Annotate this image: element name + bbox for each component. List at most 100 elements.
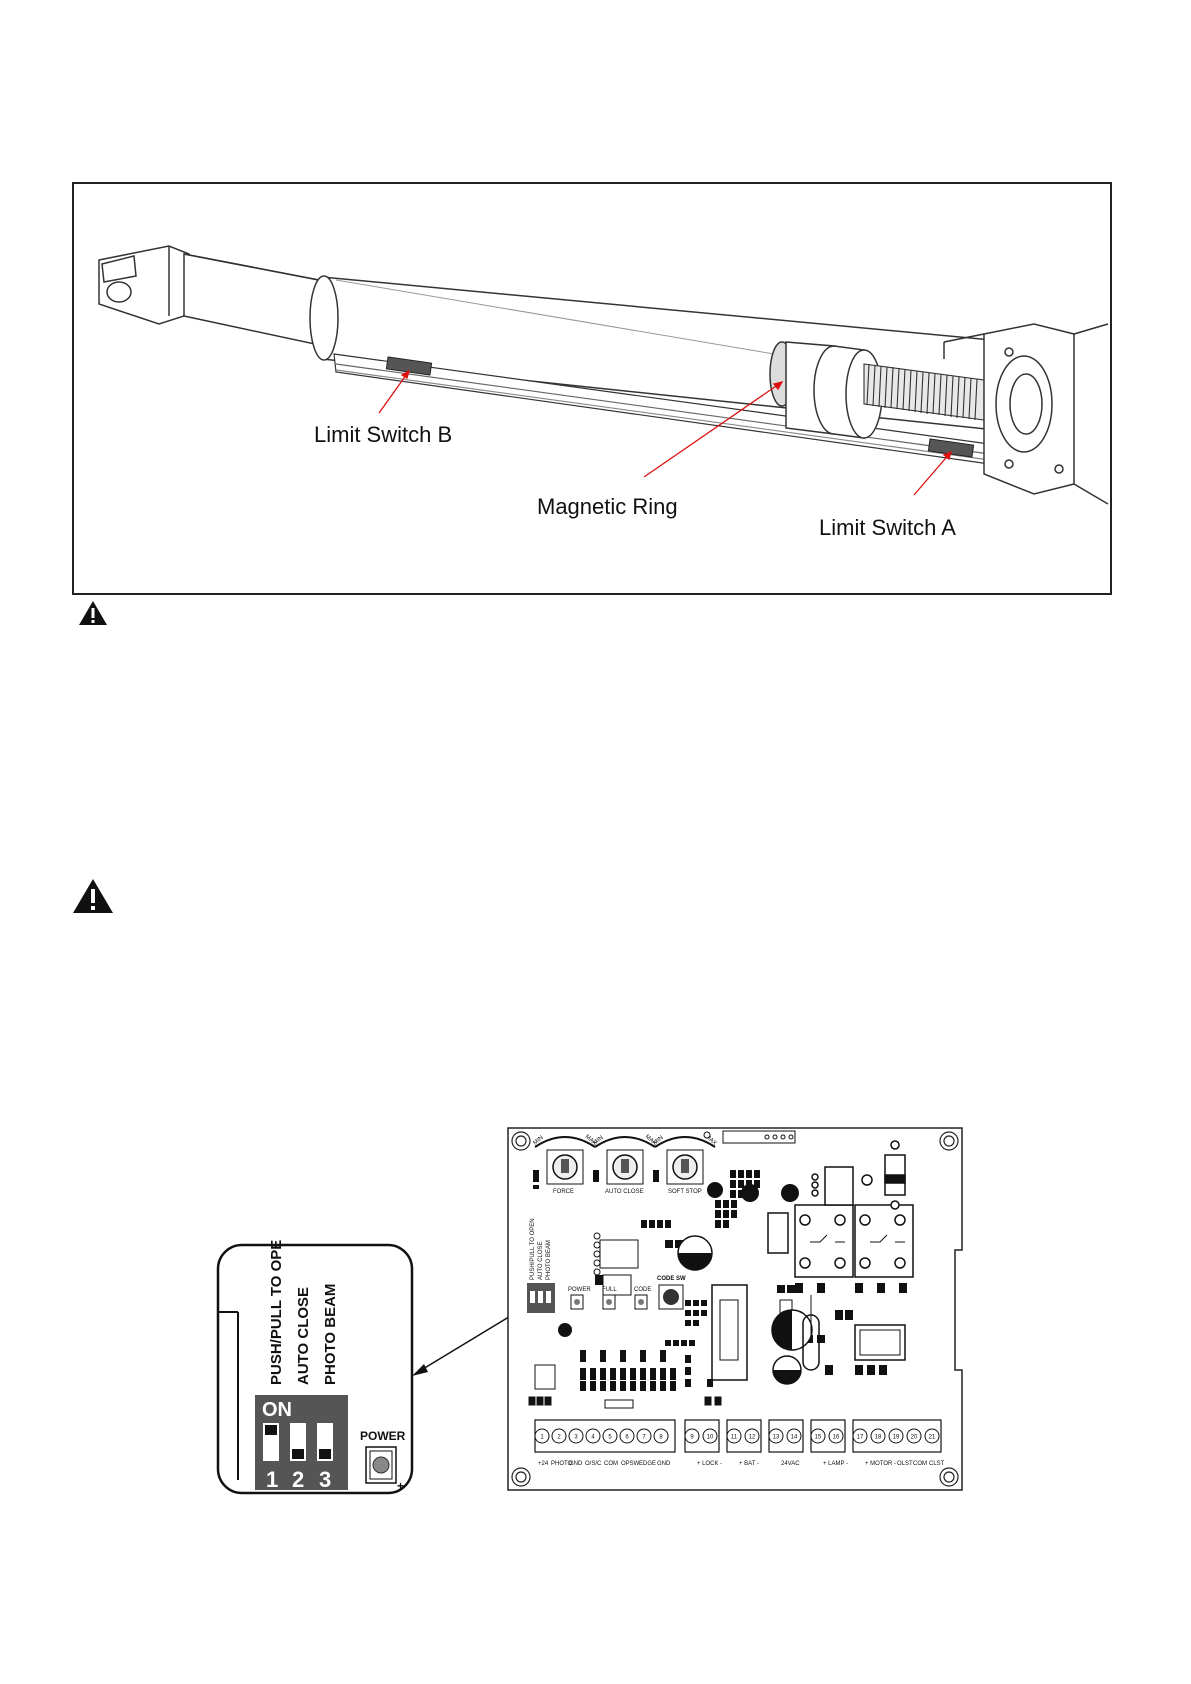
board-led-code-label: CODE [634, 1287, 651, 1293]
dip-switch-1 [263, 1423, 279, 1461]
terminal-screw [585, 1428, 601, 1444]
dip-switch-inset: PUSH/PULL TO OPEN AUTO CLOSE PHOTO BEAM … [216, 1240, 414, 1495]
terminal-group-label: PHOTO [551, 1461, 573, 1467]
terminal-group-label: COM [604, 1461, 618, 1467]
regulator [811, 1140, 906, 1210]
terminal-number: 9 [690, 1435, 694, 1441]
terminal-group-label: +24 [538, 1461, 549, 1467]
terminal-group-label: + BAT - [739, 1461, 759, 1467]
test-points [593, 1232, 601, 1276]
terminal-screw [602, 1428, 618, 1444]
terminal-group-label: + MOTOR - [865, 1461, 896, 1467]
warning-triangle-icon [73, 879, 113, 913]
terminal-group-label: + LAMP - [823, 1461, 848, 1467]
terminal-screw [744, 1428, 760, 1444]
terminal-screw [888, 1428, 904, 1444]
terminal-number: 7 [642, 1435, 646, 1441]
terminal-number: 10 [707, 1435, 714, 1441]
terminal-group-label: CLST [929, 1461, 945, 1467]
pot-min-label: MIN [532, 1135, 544, 1147]
pot-min-label: MIN [652, 1135, 664, 1147]
inset-on-label: ON [262, 1399, 292, 1421]
code-switch: CODE SW [657, 1276, 686, 1310]
terminal-screw [852, 1428, 868, 1444]
terminal-screw [810, 1428, 826, 1444]
dip-switch-3 [317, 1423, 333, 1461]
dip-switch-2 [290, 1423, 306, 1461]
terminal-screw [924, 1428, 940, 1444]
board-dip-label-push-pull: PUSH/PULL TO OPEN [530, 1218, 536, 1280]
terminal-number: 8 [659, 1435, 663, 1441]
terminal-number: 17 [857, 1435, 864, 1441]
terminal-number: 5 [608, 1435, 612, 1441]
terminal-screw [768, 1428, 784, 1444]
inset-power-label: POWER [360, 1429, 406, 1443]
pot-soft-stop: SOFT STOP MIN MAX [652, 1134, 717, 1195]
terminal-number: 13 [773, 1435, 780, 1441]
actuator-figure: Limit Switch B Magnetic Ring Limit Switc… [72, 182, 1112, 595]
terminal-group-label: O/S/C [585, 1461, 602, 1467]
terminal-number: 12 [749, 1435, 756, 1441]
inset-label-push-pull: PUSH/PULL TO OPEN [268, 1240, 285, 1385]
terminal-number: 11 [731, 1435, 738, 1441]
pot-label-force: FORCE [553, 1189, 574, 1195]
code-sw-label: CODE SW [657, 1276, 686, 1282]
relay-pads [795, 1283, 907, 1375]
terminal-number: 3 [574, 1435, 578, 1441]
terminal-group-label: OLST [897, 1461, 913, 1467]
terminal-screw [636, 1428, 652, 1444]
pot-auto-close: AUTO CLOSE MIN MAX [592, 1134, 657, 1195]
board-dip-label-photo-beam: PHOTO BEAM [546, 1240, 552, 1280]
capacitors [558, 1182, 813, 1385]
board-led-power-label: POWER [568, 1287, 591, 1293]
warning-triangle-icon [79, 601, 107, 625]
terminal-number: 14 [791, 1435, 798, 1441]
bottom-left-components [528, 1364, 722, 1409]
board-led-full-label: FULL [602, 1287, 617, 1293]
pot-label-soft-stop: SOFT STOP [668, 1189, 702, 1195]
terminal-group-label: 24VAC [781, 1461, 800, 1467]
header-strip [703, 1130, 796, 1144]
terminal-group-label: COM [913, 1461, 927, 1467]
terminal-screw [534, 1428, 550, 1444]
terminal-screw [828, 1428, 844, 1444]
inset-number-2: 2 [292, 1467, 304, 1492]
terminal-number: 15 [815, 1435, 822, 1441]
terminal-screw [726, 1428, 742, 1444]
label-magnetic-ring: Magnetic Ring [537, 494, 678, 519]
inset-label-auto-close: AUTO CLOSE [295, 1287, 312, 1385]
terminal-number: 20 [911, 1435, 918, 1441]
board-leds: POWER FULL CODE [568, 1287, 651, 1310]
terminal-number: 4 [591, 1435, 595, 1441]
board-dip-switch: PUSH/PULL TO OPEN AUTO CLOSE PHOTO BEAM [527, 1218, 555, 1313]
terminal-group-label: + LOCK - [697, 1461, 722, 1467]
inset-number-3: 3 [319, 1467, 331, 1492]
pot-label-auto-close: AUTO CLOSE [605, 1189, 644, 1195]
board-dip-label-auto-close: AUTO CLOSE [538, 1241, 544, 1280]
terminal-group-label: GND [657, 1461, 671, 1467]
terminal-number: 16 [833, 1435, 840, 1441]
terminal-screw [619, 1428, 635, 1444]
terminal-screw [906, 1428, 922, 1444]
label-limit-switch-a: Limit Switch A [819, 515, 956, 540]
terminal-screw [870, 1428, 886, 1444]
terminal-screw [551, 1428, 567, 1444]
terminal-group-label: OPSW [621, 1461, 640, 1467]
terminal-number: 21 [929, 1435, 936, 1441]
relays [711, 1204, 914, 1381]
terminal-screw [653, 1428, 669, 1444]
inset-label-photo-beam: PHOTO BEAM [322, 1284, 339, 1385]
mounting-holes [511, 1131, 959, 1487]
terminal-number: 18 [875, 1435, 882, 1441]
terminal-group-label: GND [569, 1461, 583, 1467]
terminal-screw [786, 1428, 802, 1444]
inset-plus-label: + [397, 1479, 404, 1493]
power-led-icon [372, 1456, 390, 1474]
terminal-number: 19 [893, 1435, 900, 1441]
terminal-number: 1 [540, 1435, 544, 1441]
terminal-group-label: EDGE [639, 1461, 656, 1467]
terminal-screw [702, 1428, 718, 1444]
inset-number-1: 1 [266, 1467, 278, 1492]
terminal-screw [684, 1428, 700, 1444]
